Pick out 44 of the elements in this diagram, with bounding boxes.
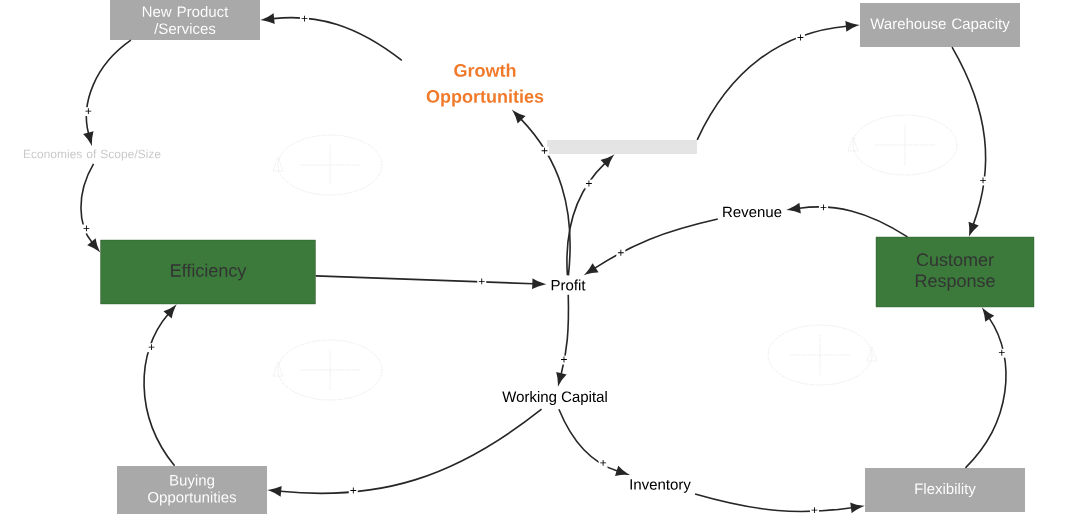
blurred-text (547, 140, 697, 154)
process-box: New Product /Services (110, 0, 260, 40)
variable-text: Inventory (630, 479, 691, 493)
process-box: Warehouse Capacity (860, 3, 1020, 47)
arrow (566, 155, 613, 277)
arrow (80, 163, 100, 251)
arrow (558, 408, 628, 476)
edge-label: + (598, 458, 608, 468)
process-box: Buying Opportunities (117, 466, 267, 514)
arrow (143, 305, 176, 467)
arrow (269, 408, 543, 497)
heading-text: Growth Opportunities (426, 63, 544, 107)
arrow (788, 203, 909, 238)
arrow (83, 39, 132, 144)
key-box: Customer Response (875, 236, 1035, 308)
process-box: Flexibility (865, 468, 1025, 512)
key-box: Efficiency (100, 239, 316, 305)
arrow (314, 275, 544, 289)
variable-text: Working Capital (502, 391, 607, 405)
edge-label: + (147, 343, 157, 353)
edge-label: + (300, 14, 309, 24)
edge-label: + (540, 146, 550, 156)
edge-label: + (559, 355, 569, 365)
edge-label: + (810, 506, 819, 516)
edge-label: + (81, 224, 91, 234)
arrow (951, 46, 987, 235)
variable-text: Revenue (723, 206, 782, 218)
arrow (585, 218, 719, 275)
variable-text: Profit (551, 279, 586, 291)
edge-label: + (584, 179, 594, 189)
arrow (694, 493, 863, 513)
arrow (262, 13, 403, 62)
edge-label: + (477, 277, 487, 287)
edge-label: + (978, 176, 988, 186)
edge-label: + (997, 348, 1007, 358)
arrow (696, 21, 858, 141)
edge-label: + (818, 203, 828, 213)
arrow (513, 111, 571, 277)
arrow (964, 309, 1007, 469)
edge-label: + (795, 33, 805, 43)
edge-label: + (348, 486, 358, 496)
edge-label: + (616, 248, 626, 258)
edge-label: + (83, 107, 93, 117)
arrow (556, 293, 570, 385)
